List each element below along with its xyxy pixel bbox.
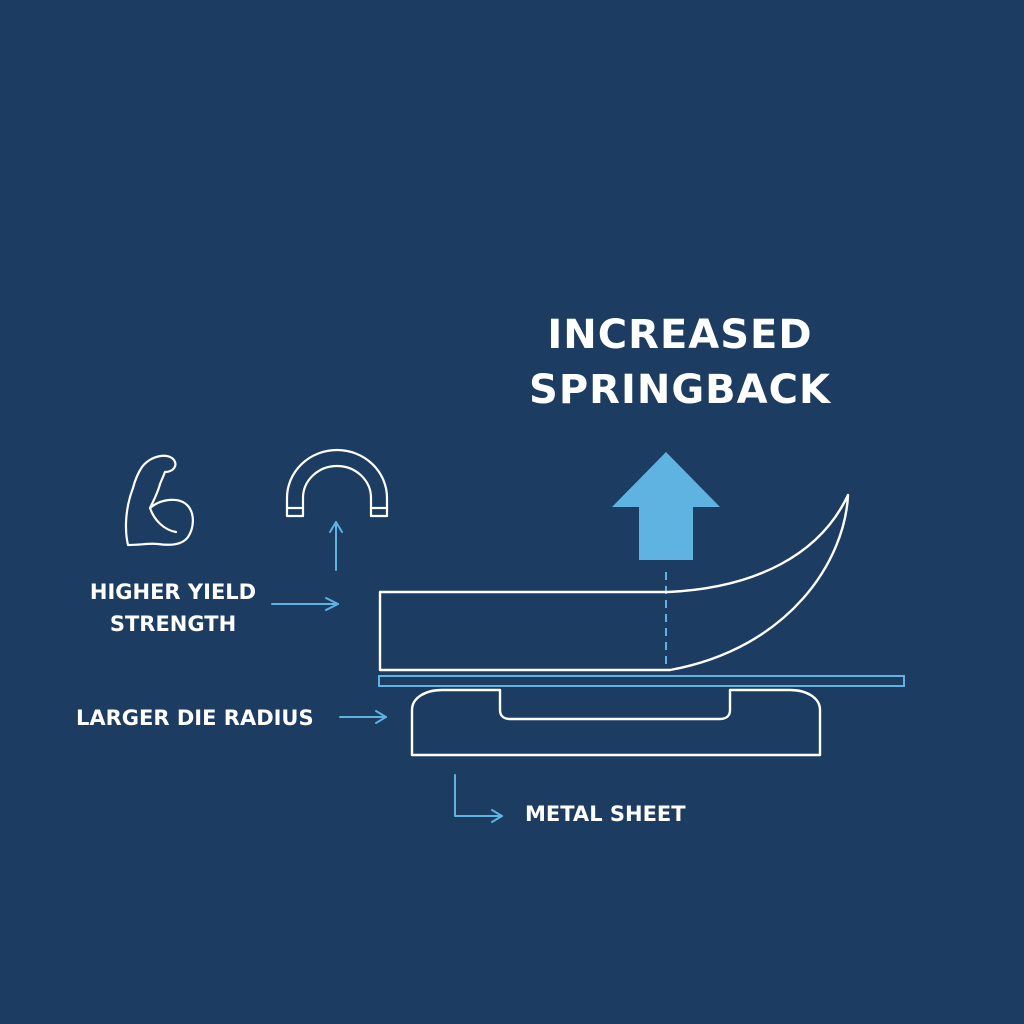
yield-strength-arrow xyxy=(271,597,339,611)
diagram-title: INCREASED SPRINGBACK xyxy=(500,308,860,418)
die-radius-arch-icon xyxy=(285,448,389,518)
bent-sheet-outline xyxy=(378,493,850,672)
flexed-arm-icon xyxy=(124,454,194,547)
yield-strength-label-line-2: STRENGTH xyxy=(109,612,237,636)
die-radius-label: LARGER DIE RADIUS xyxy=(76,706,314,730)
springback-arrow xyxy=(612,452,720,560)
metal-sheet-label: METAL SHEET xyxy=(525,802,686,826)
yield-strength-label: HIGHER YIELD STRENGTH xyxy=(58,576,288,640)
title-line-1: INCREASED xyxy=(547,312,813,358)
radius-up-arrow xyxy=(329,521,343,571)
metal-sheet-plate xyxy=(378,675,905,687)
yield-strength-label-line-1: HIGHER YIELD xyxy=(89,580,257,604)
die-radius-arrow xyxy=(339,710,387,724)
metal-sheet-arrow xyxy=(454,774,503,823)
title-line-2: SPRINGBACK xyxy=(529,367,831,413)
die-block xyxy=(410,688,822,757)
